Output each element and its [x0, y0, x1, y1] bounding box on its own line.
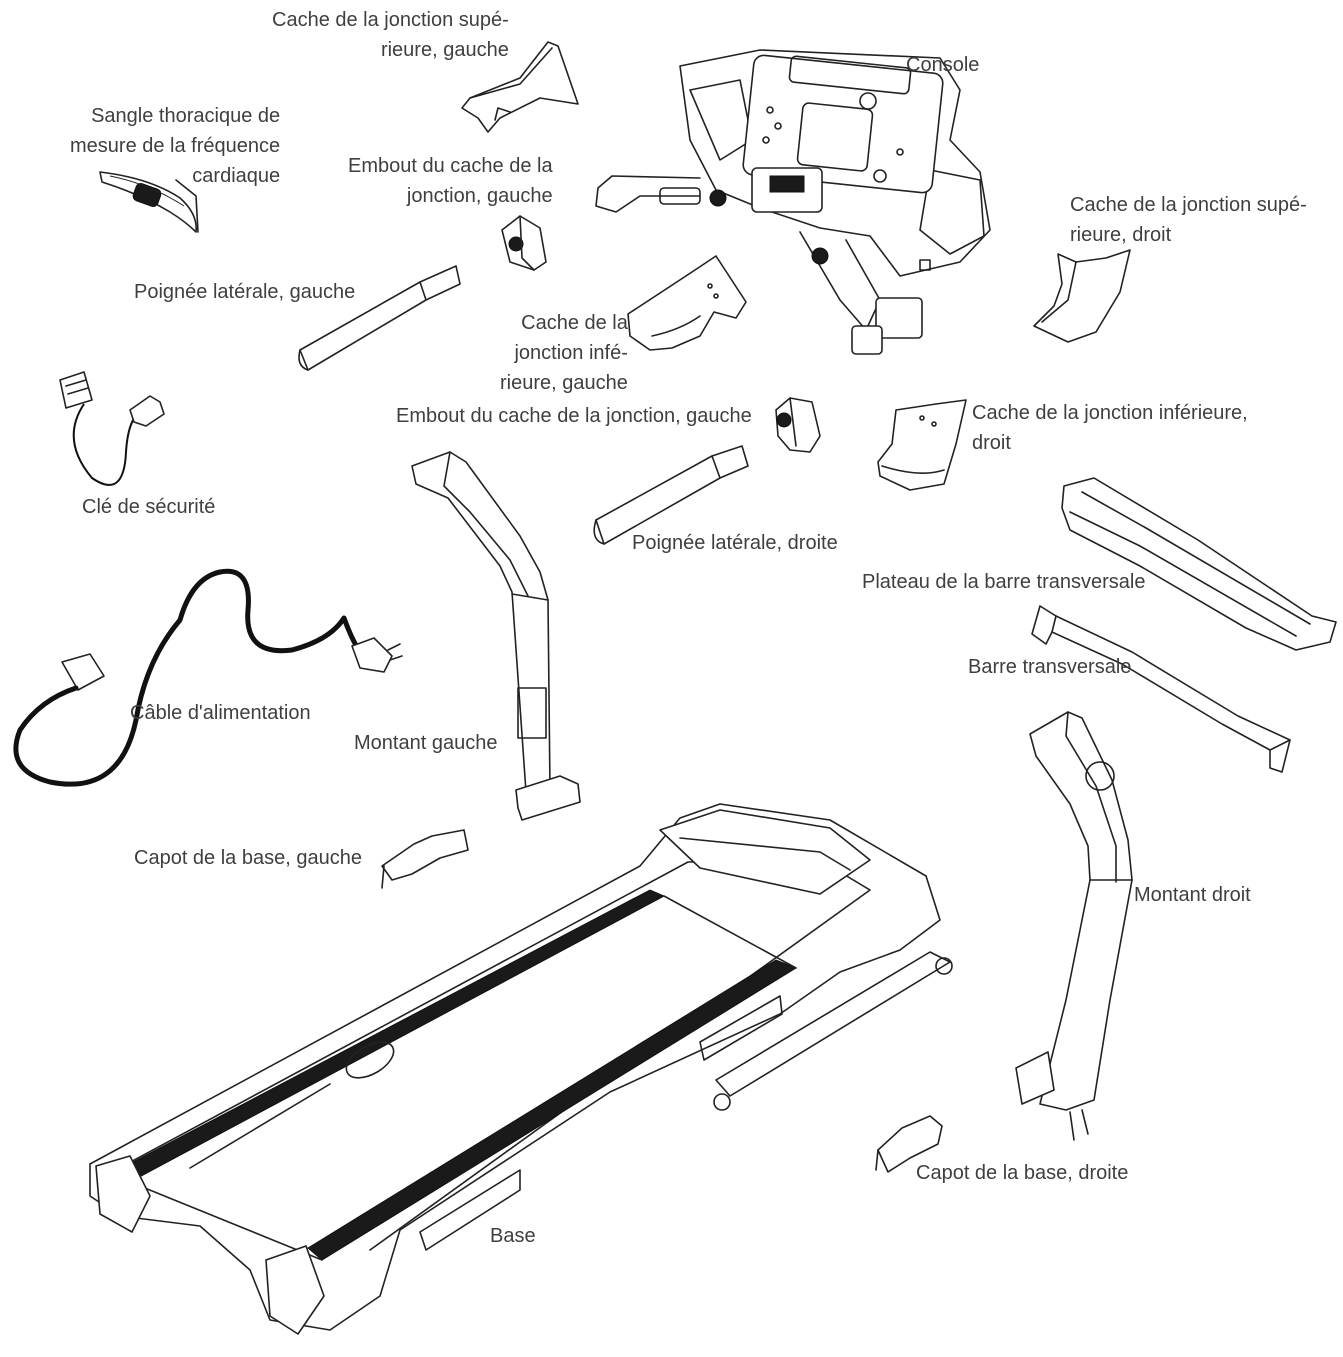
base-cover-right-part — [875, 1115, 943, 1173]
label-joint-end-cap-left: Embout du cache de la jonction, gauche — [348, 151, 553, 211]
safety-key-part — [59, 371, 165, 486]
joint-end-cap-left-2-part — [775, 397, 821, 453]
label-power-cable: Câble d'alimentation — [130, 702, 311, 724]
label-line: Cache de la — [521, 312, 628, 334]
label-lower-joint-cover-right: Cache de la jonction inférieure, droit — [972, 398, 1248, 458]
label-side-handle-right: Poignée latérale, droite — [632, 532, 838, 554]
label-chest-strap: Sangle thoracique de mesure de la fréque… — [70, 101, 280, 191]
label-left-upright: Montant gauche — [354, 732, 498, 754]
joint-end-cap-left-part — [501, 215, 547, 271]
label-line: Cache de la jonction inférieure, — [972, 402, 1248, 424]
label-line: rieure, gauche — [500, 372, 628, 394]
lower-joint-cover-left-part — [627, 255, 747, 351]
label-line: droit — [972, 432, 1011, 454]
label-line: mesure de la fréquence — [70, 135, 281, 157]
label-joint-end-cap-left-2: Embout du cache de la jonction, gauche — [396, 405, 752, 427]
label-line: Sangle thoracique de — [91, 105, 281, 127]
crossbar-tray-part — [1061, 477, 1337, 651]
lower-joint-cover-right-part — [877, 399, 967, 491]
label-line: rieure, gauche — [380, 39, 509, 61]
chest-strap-part — [99, 171, 199, 233]
label-lower-joint-cover-left: Cache de la jonction infé- rieure, gauch… — [500, 308, 628, 398]
label-line: rieure, droit — [1070, 224, 1172, 246]
left-upright-part — [411, 451, 581, 821]
label-line: Embout du cache de la — [348, 155, 553, 177]
label-line: Cache de la jonction supé- — [272, 9, 509, 31]
right-upright-part — [1015, 711, 1133, 1141]
upper-joint-cover-left-part — [461, 41, 579, 133]
label-base-cover-left: Capot de la base, gauche — [134, 847, 362, 869]
label-base: Base — [490, 1225, 536, 1247]
power-cable-part — [13, 568, 403, 787]
label-upper-joint-cover-right: Cache de la jonction supé- rieure, droit — [1070, 190, 1307, 250]
side-handle-right-part — [593, 445, 749, 545]
console-part — [595, 49, 991, 355]
upper-joint-cover-right-part — [1033, 249, 1131, 343]
base-cover-left-part — [381, 829, 469, 889]
label-right-upright: Montant droit — [1134, 884, 1251, 906]
label-upper-joint-cover-left: Cache de la jonction supé- rieure, gauch… — [272, 5, 509, 65]
label-crossbar: Barre transversale — [968, 656, 1132, 678]
treadmill-base-part — [89, 803, 953, 1335]
label-side-handle-left: Poignée latérale, gauche — [134, 281, 356, 303]
crossbar-part — [1031, 605, 1291, 773]
label-line: cardiaque — [192, 165, 281, 187]
label-console: Console — [906, 54, 980, 76]
label-line: jonction infé- — [514, 342, 628, 364]
side-handle-left-part — [298, 265, 461, 371]
label-safety-key: Clé de sécurité — [82, 496, 216, 518]
label-crossbar-tray: Plateau de la barre transversale — [862, 571, 1146, 593]
label-line: jonction, gauche — [406, 185, 553, 207]
label-line: Cache de la jonction supé- — [1070, 194, 1307, 216]
label-base-cover-right: Capot de la base, droite — [916, 1162, 1129, 1184]
